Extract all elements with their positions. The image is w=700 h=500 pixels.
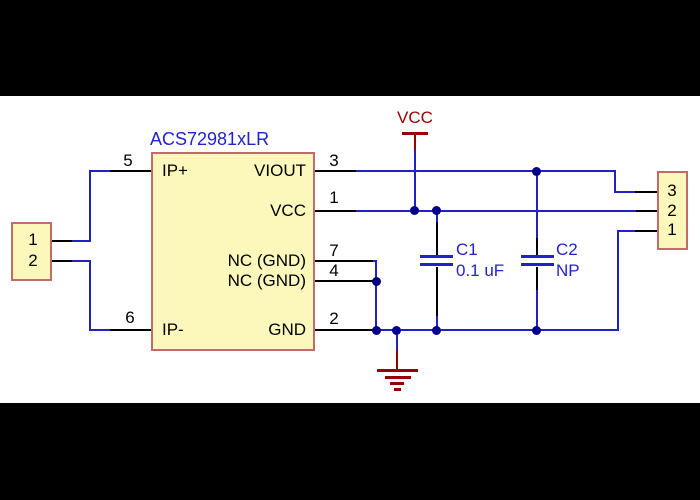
schematic-canvas [0,96,700,403]
